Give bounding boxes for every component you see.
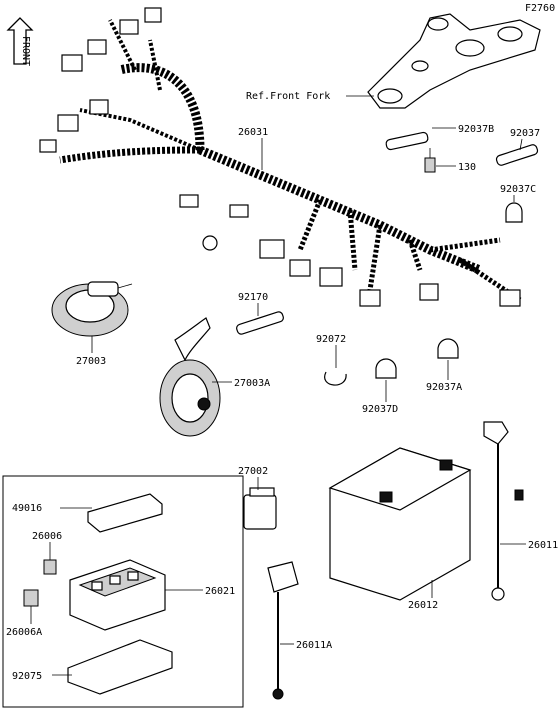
label-49016: 49016 [12,503,42,514]
cover-49016 [87,493,163,533]
bracket-92170 [236,311,284,335]
label-92075: 92075 [12,671,42,682]
horn-27003 [51,281,133,337]
label-92072: 92072 [316,334,346,345]
clamp-92037a [437,338,459,359]
label-92037b: 92037B [458,124,494,135]
label-130: 130 [458,162,476,173]
label-92037d: 92037D [362,404,398,415]
label-26011: 26011 [528,540,558,551]
bolt-130 [424,148,436,173]
label-26006a: 26006A [6,627,42,638]
label-27003: 27003 [76,356,106,367]
horn-27003a [159,317,221,437]
fuse-26006 [43,559,57,575]
clamp-92037 [495,144,539,166]
fuse-box-26021 [69,559,166,631]
front-label: FRONT [20,36,31,66]
label-92170: 92170 [238,292,268,303]
wiring-harness [39,7,522,307]
label-26021: 26021 [205,586,235,597]
label-27003a: 27003A [234,378,270,389]
label-92037: 92037 [510,128,540,139]
label-26006: 26006 [32,531,62,542]
diagram-code: F2760 [525,3,555,14]
clamp-92037d [375,358,397,379]
relay-27002 [243,487,277,530]
label-26011a: 26011A [296,640,332,651]
clamp-92037b [385,131,429,151]
band-92072 [324,371,347,386]
label-92037c: 92037C [500,184,536,195]
case-92075 [67,639,173,695]
clamp-92037c [505,202,523,223]
fuse-box-inset [2,475,244,708]
front-arrow-icon: FRONT [6,17,34,66]
label-26012: 26012 [408,600,438,611]
label-27002: 27002 [238,466,268,477]
label-26031: 26031 [238,127,268,138]
triple-clamp [367,13,541,109]
cable-26011a [267,561,299,700]
ref-front-fork-label: Ref.Front Fork [246,91,330,102]
cable-26011 [483,421,524,601]
label-92037a: 92037A [426,382,462,393]
battery-26012 [328,447,472,601]
fuse-26006a [23,589,39,607]
